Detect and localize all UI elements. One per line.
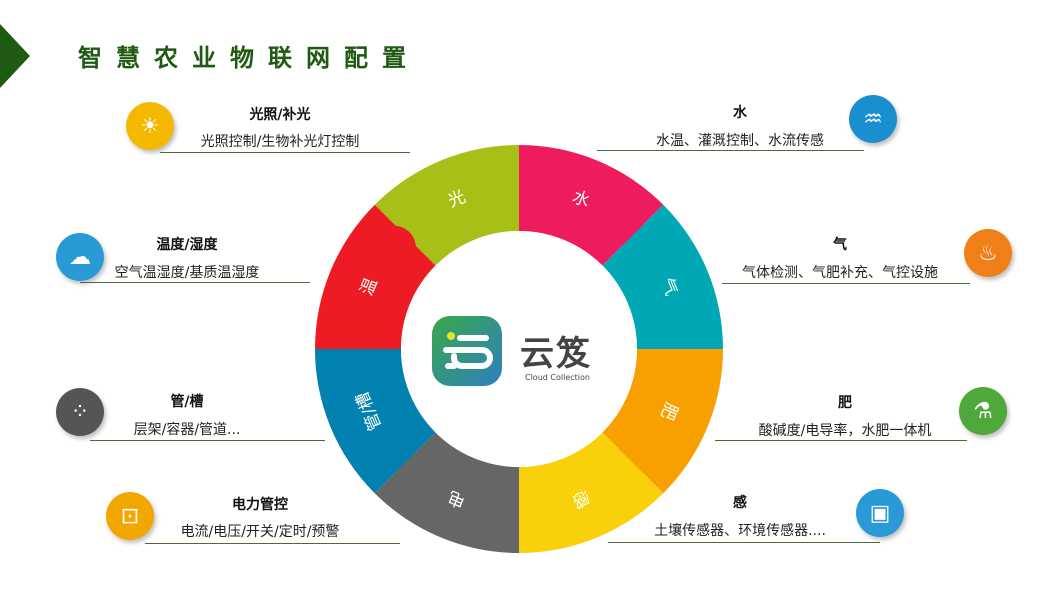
feature-description: 电流/电压/开关/定时/预警: [180, 524, 340, 540]
segment-6: [315, 349, 436, 494]
feature-title: 管/槽: [170, 394, 204, 410]
divider: [715, 440, 967, 441]
segment-label: 光: [445, 187, 468, 212]
feature-description: 光照控制/生物补光灯控制: [200, 134, 360, 150]
divider: [90, 440, 325, 441]
ring-center: [401, 231, 637, 467]
segment-2: [602, 204, 723, 349]
faucet-icon: ♒: [849, 95, 897, 143]
divider: [608, 542, 880, 543]
puzzle-tab: [622, 428, 667, 473]
puzzle-tab: [395, 452, 440, 497]
feature-title: 气: [833, 237, 847, 253]
chip-icon: ▣: [856, 489, 904, 537]
segment-label: 温: [357, 275, 382, 298]
divider: [597, 150, 864, 151]
feature-description: 气体检测、气肥补充、气控设施: [742, 265, 938, 281]
feature-description: 空气温湿度/基质温湿度: [114, 265, 260, 281]
segment-label: 气: [656, 275, 681, 298]
divider: [80, 282, 310, 283]
factory-icon: ♨: [964, 229, 1012, 277]
feature-description: 水温、灌溉控制、水流传感: [656, 133, 824, 149]
feature-title: 光照/补光: [249, 107, 311, 123]
title-arrow-icon: [0, 24, 30, 88]
divider: [145, 543, 400, 544]
puzzle-tab: [371, 225, 416, 270]
feature-title: 肥: [838, 395, 852, 411]
segment-label: 水: [569, 187, 592, 212]
divider: [160, 152, 410, 153]
segment-label: 电: [445, 486, 468, 511]
flask-icon: ⚗: [959, 387, 1007, 435]
feature-description: 土壤传感器、环境传感器....: [654, 523, 826, 539]
page-title: 智慧农业物联网配置: [78, 44, 420, 72]
feature-title: 感: [733, 495, 747, 511]
sun-icon: ☀: [126, 102, 174, 150]
segment-4: [519, 432, 664, 553]
feature-title: 水: [733, 105, 747, 121]
logo-icon: [432, 316, 502, 386]
segment-label: 感: [569, 486, 592, 511]
feature-description: 酸碱度/电导率，水肥一体机: [758, 423, 932, 439]
grid-nodes-icon: ⁘: [56, 388, 104, 436]
rain-cloud-icon: ☁: [56, 233, 104, 281]
feature-title: 电力管控: [232, 497, 288, 513]
feature-title: 温度/湿度: [156, 237, 218, 253]
logo-subtext: Cloud Collection: [525, 373, 590, 382]
puzzle-tab: [598, 201, 643, 246]
divider: [722, 283, 970, 284]
socket-icon: ⊡: [106, 492, 154, 540]
feature-description: 层架/容器/管道...: [133, 422, 241, 438]
logo-text: 云笈: [520, 334, 592, 374]
segment-label: 肥: [656, 399, 681, 422]
